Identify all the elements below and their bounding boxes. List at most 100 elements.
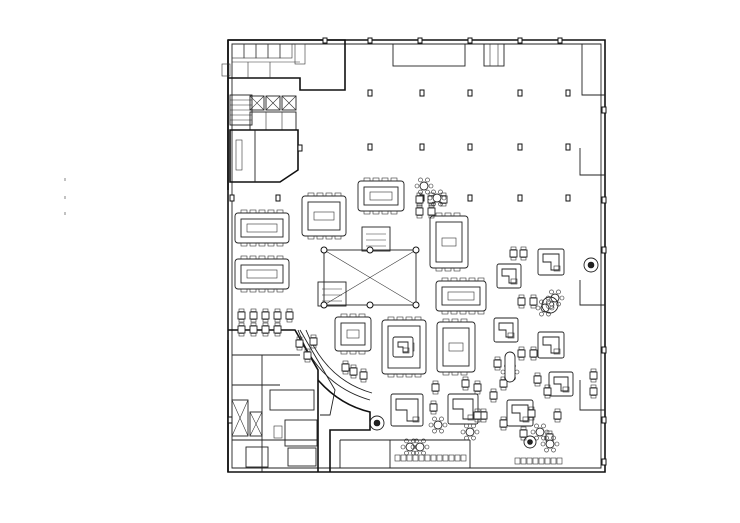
column bbox=[275, 194, 281, 202]
table bbox=[349, 367, 358, 376]
seat bbox=[387, 373, 395, 378]
seat bbox=[340, 350, 348, 355]
column bbox=[565, 194, 571, 202]
seat bbox=[453, 212, 461, 217]
bench-seat bbox=[430, 454, 437, 462]
chair bbox=[262, 333, 269, 337]
round-chair bbox=[421, 438, 426, 444]
outer-walls bbox=[227, 39, 606, 473]
table bbox=[519, 429, 528, 438]
round-table bbox=[433, 420, 443, 430]
round-chair bbox=[404, 438, 409, 444]
column bbox=[229, 194, 235, 202]
chair bbox=[520, 246, 527, 250]
seat bbox=[307, 235, 315, 240]
round-table bbox=[540, 303, 550, 313]
seat bbox=[249, 242, 257, 247]
bench-seat bbox=[394, 454, 401, 462]
seat bbox=[442, 371, 450, 376]
chair bbox=[416, 204, 423, 208]
chair bbox=[530, 346, 537, 350]
chair bbox=[310, 334, 317, 338]
round-chair bbox=[534, 423, 539, 429]
bench-seat bbox=[550, 457, 557, 465]
chair bbox=[590, 395, 597, 399]
chair bbox=[518, 357, 525, 361]
round-chair bbox=[425, 189, 430, 195]
island-mid bbox=[435, 221, 463, 263]
booth-inner bbox=[452, 398, 474, 420]
column bbox=[601, 246, 607, 254]
round-chair bbox=[432, 428, 437, 434]
booth-inner bbox=[553, 376, 569, 392]
chair bbox=[494, 367, 501, 371]
island-outer bbox=[234, 258, 290, 290]
island-outer bbox=[301, 195, 347, 237]
seat bbox=[460, 371, 468, 376]
island-mid bbox=[240, 264, 284, 284]
column bbox=[417, 37, 423, 44]
seat bbox=[267, 255, 275, 260]
chair bbox=[296, 336, 303, 340]
column bbox=[601, 416, 607, 424]
chair bbox=[430, 411, 437, 415]
chair bbox=[520, 437, 527, 441]
round-chair bbox=[539, 299, 544, 305]
chair bbox=[534, 383, 541, 387]
chair bbox=[274, 333, 281, 337]
round-chair bbox=[439, 416, 444, 422]
seat bbox=[372, 210, 380, 215]
table bbox=[519, 249, 528, 258]
round-chair bbox=[530, 429, 536, 435]
round-chair bbox=[431, 201, 436, 207]
planters bbox=[369, 257, 599, 449]
table bbox=[303, 351, 312, 360]
chair bbox=[250, 308, 257, 312]
bottom-bench-seats bbox=[394, 454, 563, 465]
seat bbox=[460, 318, 468, 323]
round-chair bbox=[425, 177, 430, 183]
seat bbox=[340, 313, 348, 318]
chair bbox=[544, 395, 551, 399]
seat bbox=[381, 177, 389, 182]
round-chair bbox=[549, 305, 555, 311]
chair bbox=[250, 322, 257, 326]
seat bbox=[276, 288, 284, 293]
booth-seat bbox=[402, 347, 410, 354]
chair bbox=[510, 246, 517, 250]
bench-seat bbox=[448, 454, 455, 462]
island-mid bbox=[441, 286, 481, 306]
island-outer bbox=[334, 316, 372, 352]
seat bbox=[276, 255, 284, 260]
seat bbox=[325, 235, 333, 240]
booth-inner bbox=[511, 404, 529, 422]
column bbox=[557, 37, 563, 44]
seat bbox=[240, 288, 248, 293]
round-table bbox=[550, 293, 560, 303]
table bbox=[249, 311, 258, 320]
chair bbox=[554, 408, 561, 412]
service-core-top-left bbox=[221, 39, 346, 183]
seat bbox=[390, 210, 398, 215]
table bbox=[589, 387, 598, 396]
chair bbox=[544, 384, 551, 388]
round-chair bbox=[554, 441, 560, 447]
chair bbox=[250, 319, 257, 323]
round-chair bbox=[551, 435, 556, 441]
table bbox=[427, 207, 436, 216]
round-chair bbox=[544, 447, 549, 453]
island-core bbox=[246, 223, 278, 233]
seat bbox=[442, 318, 450, 323]
table bbox=[517, 349, 526, 358]
round-chair bbox=[546, 311, 551, 317]
seat bbox=[258, 288, 266, 293]
table bbox=[431, 383, 440, 392]
bench-seat bbox=[460, 454, 467, 462]
chair bbox=[590, 384, 597, 388]
seat bbox=[444, 267, 452, 272]
seat bbox=[249, 255, 257, 260]
chair bbox=[554, 419, 561, 423]
seat bbox=[316, 192, 324, 197]
island-outer bbox=[357, 180, 405, 212]
